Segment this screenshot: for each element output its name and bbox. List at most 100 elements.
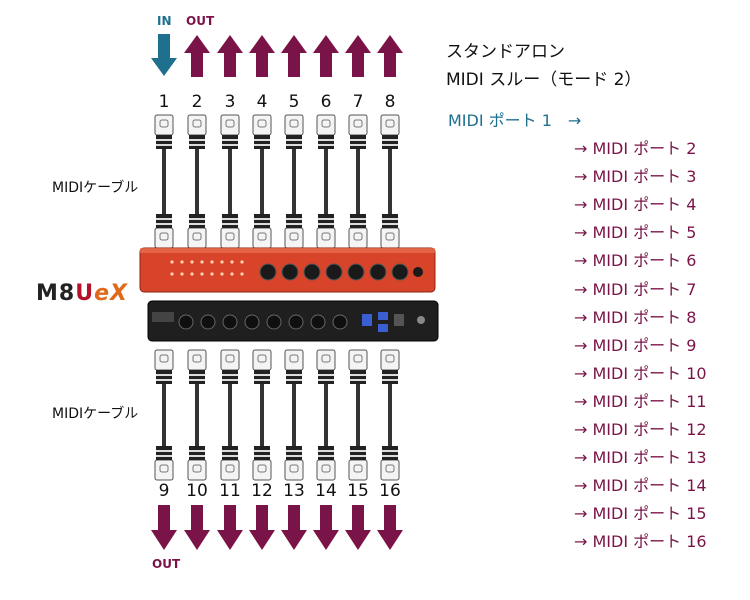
midi-connector-icon [316,349,336,384]
in-arrow-icon [151,34,177,76]
top-port-number: 5 [288,92,300,112]
midi-connector-icon [220,349,240,384]
top-port-number: 8 [384,92,396,112]
midi-port-icon [310,314,326,330]
midi-connector-icon [220,214,240,249]
destination-route-item: → MIDI ポート 9 [574,335,697,355]
midi-cable-icon [348,349,368,481]
led-indicator-icon [240,260,244,264]
top-cables [154,114,400,249]
midi-connector-icon [252,114,272,149]
led-indicator-icon [230,260,234,264]
destination-route-item: → MIDI ポート 7 [574,279,697,299]
out-arrow-icon [151,505,177,550]
brand-badge-icon [152,312,174,322]
out-arrow-icon [313,505,339,550]
usb-port-icon [378,324,388,332]
led-indicator-icon [210,272,214,276]
m8uex-logo: M8UeX [36,281,128,306]
out-arrow-icon [345,35,371,77]
destination-route-item: → MIDI ポート 2 [574,139,697,158]
power-icon [413,267,423,277]
top-port-number: 2 [191,92,203,112]
out-arrow-icon [281,505,307,550]
led-indicator-icon [180,260,184,264]
out-arrow-icon [249,505,275,550]
midi-cable-icon [187,349,207,481]
top-port-number: 6 [320,92,332,112]
midi-cable-icon [220,349,240,481]
midi-port-icon [244,314,260,330]
bottom-port-number: 11 [219,481,241,501]
top-port-number: 1 [158,92,170,112]
usb-port-icon [378,312,388,320]
midi-connector-icon [252,214,272,249]
out-arrow-icon [313,35,339,77]
led-indicator-icon [190,260,194,264]
midi-connector-icon [284,114,304,149]
midi-cable-icon [316,349,336,481]
destination-route-item: → MIDI ポート 3 [574,167,697,187]
led-indicator-icon [220,260,224,264]
midi-port-icon [281,263,299,281]
led-indicator-icon [180,272,184,276]
midi-connector-icon [380,114,400,149]
midi-cable-icon [252,349,272,481]
bottom-port-number: 15 [347,481,369,501]
midi-port-icon [288,314,304,330]
title-line-1: スタンドアロン [446,42,565,62]
midi-connector-icon [348,114,368,149]
midi-connector-icon [154,114,174,149]
midi-cable-icon [284,114,304,249]
led-indicator-icon [240,272,244,276]
destination-route-item: → MIDI ポート 12 [574,420,707,439]
top-port-number: 4 [256,92,268,112]
midi-connector-icon [316,114,336,149]
midi-cable-icon [154,114,174,249]
midi-connector-icon [284,214,304,249]
midi-connector-icon [252,349,272,384]
led-indicator-icon [230,272,234,276]
led-indicator-icon [170,272,174,276]
out-arrow-icon [377,505,403,550]
midi-cable-icon [380,114,400,249]
usb-port-icon [362,314,372,326]
midi-port-icon [222,314,238,330]
destination-route-item: → MIDI ポート 4 [574,195,697,215]
midi-port-icon [347,263,365,281]
midi-cable-label-bottom: MIDIケーブル [52,406,139,422]
midi-connector-icon [187,446,207,481]
bottom-port-number: 14 [315,481,337,501]
midi-connector-icon [284,446,304,481]
midi-connector-icon [380,214,400,249]
midi-connector-icon [154,214,174,249]
midi-connector-icon [316,446,336,481]
out-arrow-icon [345,505,371,550]
midi-cable-icon [220,114,240,249]
led-indicator-icon [200,260,204,264]
out-arrow-icon [184,35,210,77]
source-route: MIDI ポート 1 → [448,111,582,130]
midi-port-icon [303,263,321,281]
bottom-port-number: 16 [379,481,401,501]
out-arrow-icon [184,505,210,550]
bottom-port-number: 9 [158,481,170,501]
midi-connector-icon [316,214,336,249]
midi-cable-icon [316,114,336,249]
midi-connector-icon [348,349,368,384]
midi-connector-icon [187,214,207,249]
midi-connector-icon [154,349,174,384]
led-indicator-icon [190,272,194,276]
top-port-number: 3 [224,92,236,112]
bottom-arrows [151,505,403,550]
midi-connector-icon [187,349,207,384]
bottom-port-number: 10 [186,481,208,501]
led-indicator-icon [220,272,224,276]
bottom-cables [154,349,400,481]
led-indicator-icon [170,260,174,264]
destination-route-item: → MIDI ポート 6 [574,251,697,271]
midi-port-icon [178,314,194,330]
midi-connector-icon [220,446,240,481]
midi-connector-icon [380,446,400,481]
